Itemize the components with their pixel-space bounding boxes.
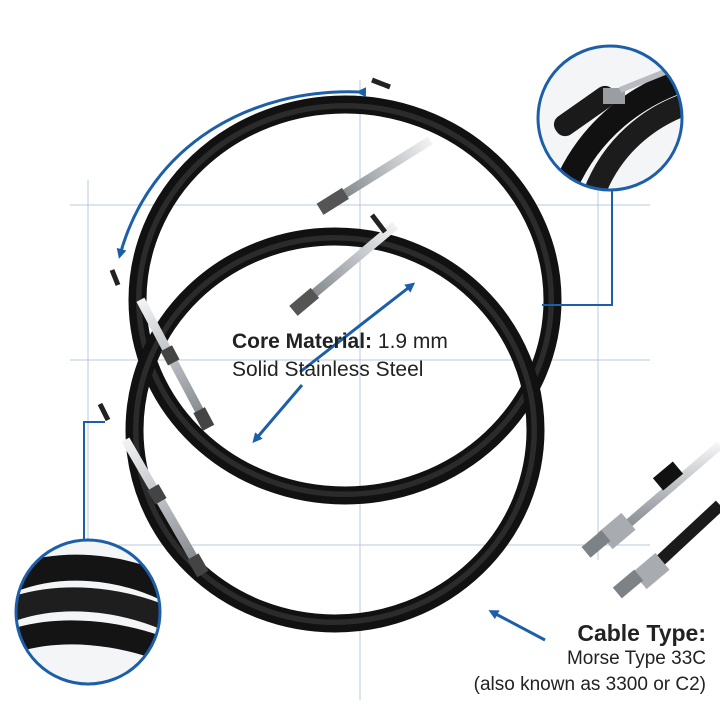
core-material-heading: Core Material: xyxy=(232,330,373,353)
cable-type-line2: (also known as 3300 or C2) xyxy=(473,674,706,695)
detail-circle-bottom xyxy=(14,538,162,686)
callout-connector-bottom xyxy=(83,421,105,540)
rotation-arrow-icon xyxy=(116,87,367,259)
core-material-value: 1.9 mm xyxy=(377,330,448,353)
core-material-annotation: Core Material: 1.9 mm Solid Stainless St… xyxy=(232,328,448,384)
pointer-arrow-icon xyxy=(252,384,304,444)
cable-type-line1: Morse Type 33C xyxy=(566,648,706,669)
pointer-arrow-icon xyxy=(488,610,546,642)
callout-connector-top xyxy=(542,188,613,306)
pointer-arrow-icon xyxy=(299,282,416,374)
cable-type-heading: Cable Type: xyxy=(577,620,706,646)
detail-circle-top xyxy=(536,44,684,192)
core-material-detail: Solid Stainless Steel xyxy=(232,358,424,381)
cable-type-annotation: Cable Type: Morse Type 33C (also known a… xyxy=(474,620,706,698)
threaded-rod-ends xyxy=(581,441,720,599)
